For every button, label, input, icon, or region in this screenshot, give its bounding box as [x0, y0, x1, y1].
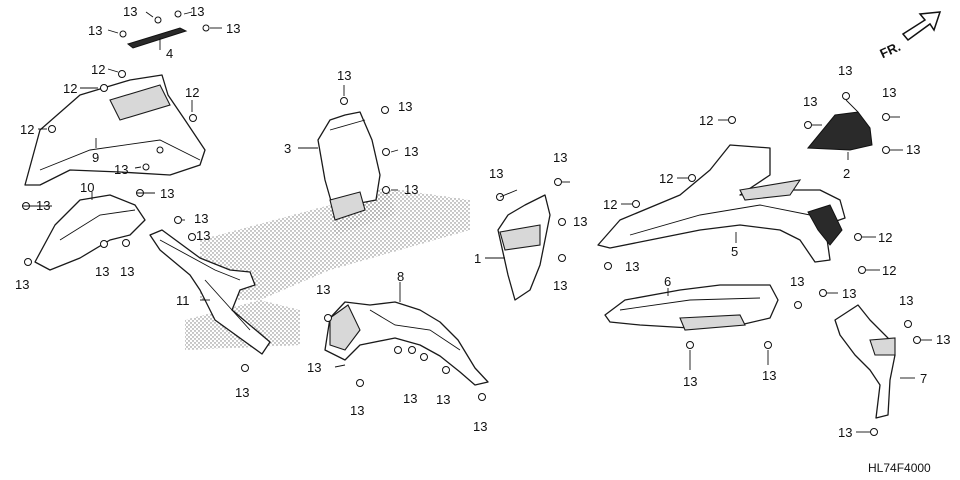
label-screw: 12 — [699, 113, 713, 128]
clip-leaders — [22, 99, 932, 433]
label-clip: 13 — [196, 228, 210, 243]
label-clip: 13 — [573, 214, 587, 229]
label-clip: 13 — [803, 94, 817, 109]
label-part-3: 3 — [284, 141, 291, 156]
direction-label: FR. — [877, 39, 902, 61]
front-direction-indicator: FR. — [877, 11, 942, 61]
label-part-4: 4 — [166, 46, 173, 61]
figure-code: HL74F4000 — [868, 461, 931, 475]
part-1-cover — [485, 178, 566, 301]
part-6-step — [604, 284, 827, 349]
part-7-bracket — [834, 304, 921, 436]
label-clip: 13 — [842, 286, 856, 301]
label-clip: 13 — [683, 374, 697, 389]
part-5-cover — [597, 116, 866, 274]
label-clip: 13 — [160, 186, 174, 201]
label-clip: 13 — [906, 142, 920, 157]
label-clip: 13 — [838, 425, 852, 440]
label-clip: 13 — [36, 198, 50, 213]
part-number-labels: 1 2 3 4 5 6 7 8 9 10 11 — [80, 46, 927, 386]
label-clip: 13 — [350, 403, 364, 418]
label-clip: 13 — [936, 332, 950, 347]
label-clip: 13 — [404, 182, 418, 197]
label-part-5: 5 — [731, 244, 738, 259]
label-clip: 13 — [114, 162, 128, 177]
label-clip: 13 — [95, 264, 109, 279]
label-part-10: 10 — [80, 180, 94, 195]
screw-labels: 12 12 12 12 12 12 12 12 12 — [20, 62, 896, 278]
label-part-9: 9 — [92, 150, 99, 165]
label-clip: 13 — [337, 68, 351, 83]
label-clip: 13 — [404, 144, 418, 159]
label-part-2: 2 — [843, 166, 850, 181]
label-clip: 13 — [88, 23, 102, 38]
label-screw: 12 — [603, 197, 617, 212]
label-clip: 13 — [398, 99, 412, 114]
label-screw: 12 — [91, 62, 105, 77]
label-clip: 13 — [553, 150, 567, 165]
label-clip: 13 — [316, 282, 330, 297]
label-screw: 12 — [20, 122, 34, 137]
label-screw: 12 — [882, 263, 896, 278]
label-clip: 13 — [899, 293, 913, 308]
part-11-rail — [149, 216, 271, 372]
label-screw: 12 — [659, 171, 673, 186]
label-clip: 13 — [307, 360, 321, 375]
part-8-fender — [324, 282, 489, 401]
label-clip: 13 — [553, 278, 567, 293]
label-clip: 13 — [762, 368, 776, 383]
label-clip: 13 — [882, 85, 896, 100]
label-clip: 13 — [123, 4, 137, 19]
front-arrow-icon — [901, 11, 942, 42]
label-clip: 13 — [190, 4, 204, 19]
label-clip: 13 — [226, 21, 240, 36]
label-screw: 12 — [63, 81, 77, 96]
label-clip: 13 — [473, 419, 487, 434]
label-clip: 13 — [838, 63, 852, 78]
label-clip: 13 — [403, 391, 417, 406]
label-part-7: 7 — [920, 371, 927, 386]
label-screw: 12 — [185, 85, 199, 100]
label-clip: 13 — [625, 259, 639, 274]
label-part-11: 11 — [176, 293, 190, 308]
part-9-cover — [24, 68, 206, 186]
label-clip: 13 — [15, 277, 29, 292]
label-part-1: 1 — [474, 251, 481, 266]
label-clip: 13 — [790, 274, 804, 289]
label-screw: 12 — [878, 230, 892, 245]
clip-labels: 13 13 13 13 13 13 13 13 13 13 13 13 13 1… — [15, 4, 950, 440]
part-4-bracket — [107, 10, 222, 50]
label-clip: 13 — [436, 392, 450, 407]
label-clip: 13 — [489, 166, 503, 181]
screw-leaders — [621, 119, 880, 271]
label-part-6: 6 — [664, 274, 671, 289]
part-2-grille — [804, 92, 890, 160]
label-clip: 13 — [235, 385, 249, 400]
label-part-8: 8 — [397, 269, 404, 284]
label-clip: 13 — [194, 211, 208, 226]
label-clip: 13 — [120, 264, 134, 279]
part-3-panel — [298, 85, 399, 221]
